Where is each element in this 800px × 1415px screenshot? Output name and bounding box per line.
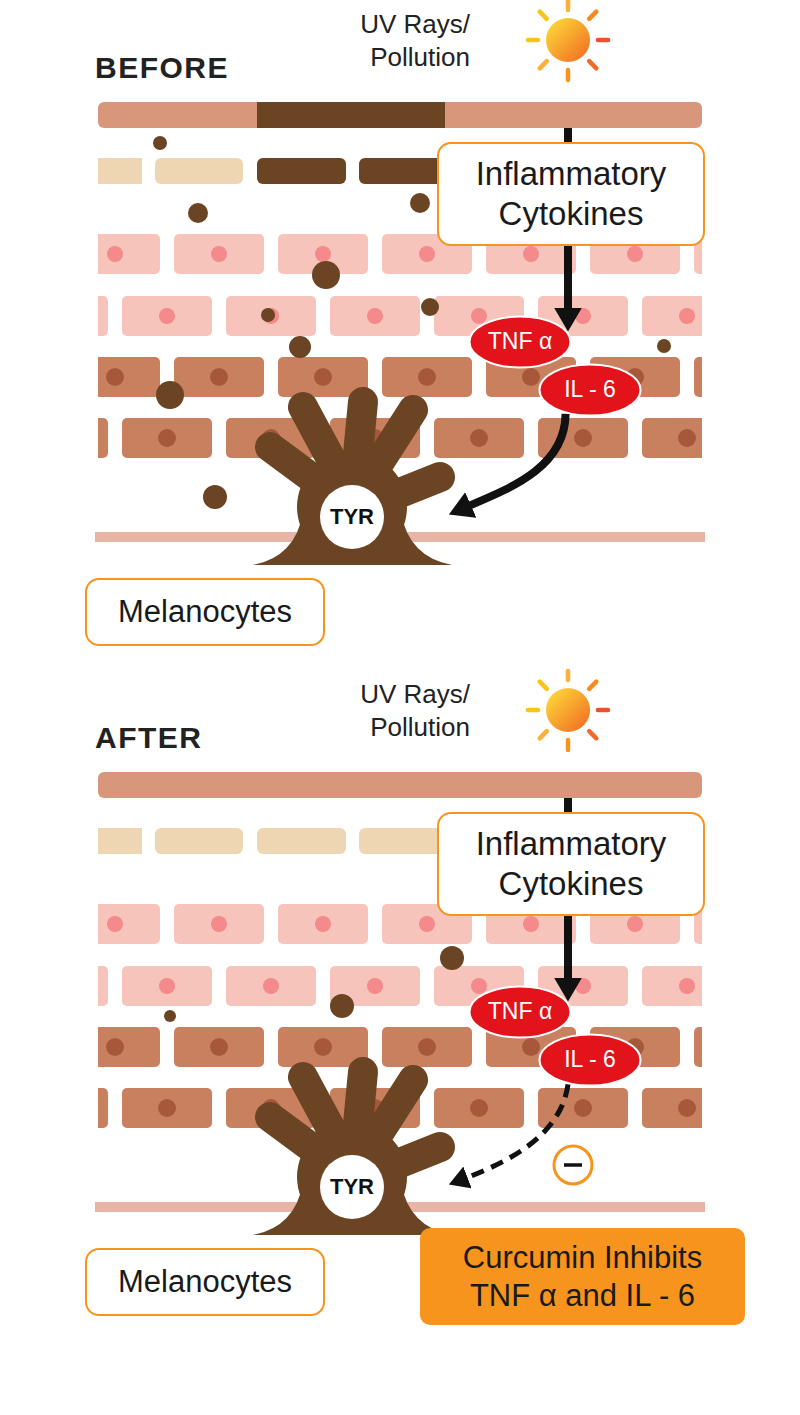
- panel-title: AFTER: [95, 720, 335, 756]
- melanin-dot: [421, 298, 439, 316]
- dark-bar: [359, 158, 445, 184]
- node-text: IL - 6: [564, 376, 616, 404]
- dark-patch: [257, 102, 445, 128]
- cytokine-ellipse: TNF α: [468, 985, 572, 1039]
- skin-layers: [95, 772, 705, 1212]
- cytokine-ellipse: IL - 6: [538, 1033, 642, 1087]
- inhibit-symbol: [554, 1146, 592, 1184]
- flow-arrow: [564, 246, 572, 318]
- skin-layers: [95, 102, 705, 542]
- node-text: Melanocytes: [118, 593, 292, 630]
- node-text: IL - 6: [564, 1046, 616, 1074]
- enzyme-label: TYR: [330, 504, 374, 530]
- label-box: Melanocytes: [85, 1248, 325, 1316]
- melanin-dot: [289, 336, 311, 358]
- melanin-dot: [153, 136, 167, 150]
- ellipse-outline: [540, 1035, 641, 1086]
- melanin-dot: [657, 339, 671, 353]
- flow-arrow: [462, 414, 566, 509]
- source-label: UV Rays/ Pollution: [320, 678, 470, 744]
- enzyme-circle: [320, 1155, 384, 1219]
- melanin-dot: [203, 485, 227, 509]
- dark-bar: [257, 158, 346, 184]
- inhibit-circle: [554, 1146, 592, 1184]
- label-box: Melanocytes: [85, 578, 325, 646]
- melanin-dot: [312, 261, 340, 289]
- enzyme-label-holder: TYR: [320, 1155, 384, 1219]
- callout-box: Curcumin Inhibits TNF α and IL - 6: [420, 1228, 745, 1325]
- process-box: Inflammatory Cytokines: [437, 142, 705, 246]
- ellipse-outline: [540, 365, 641, 416]
- node-text: Curcumin Inhibits TNF α and IL - 6: [430, 1239, 735, 1313]
- cytokine-ellipse: IL - 6: [538, 363, 642, 417]
- flow-arrow: [564, 916, 572, 988]
- enzyme-label-holder: TYR: [320, 485, 384, 549]
- cytokine-ellipse: TNF α: [468, 315, 572, 369]
- melanocyte-cell: TYR: [245, 385, 460, 565]
- node-text: Inflammatory Cytokines: [449, 824, 693, 903]
- node-text: Inflammatory Cytokines: [449, 154, 693, 233]
- inhibition-arrow: [460, 1084, 568, 1180]
- melanin-dot: [156, 381, 184, 409]
- enzyme-circle: [320, 485, 384, 549]
- melanin-dot: [164, 1010, 176, 1022]
- panel-title: BEFORE: [95, 50, 335, 86]
- pigment-after: [164, 946, 464, 1022]
- ellipse-outline: [470, 987, 571, 1038]
- melanin-dot: [410, 193, 430, 213]
- melanocyte-cell: TYR: [245, 1055, 460, 1235]
- melanocyte-shape: [245, 385, 460, 565]
- node-text: Melanocytes: [118, 1263, 292, 1300]
- minus-sign: [564, 1163, 582, 1167]
- node-text: TNF α: [488, 328, 552, 356]
- melanin-dot: [330, 994, 354, 1018]
- process-box: Inflammatory Cytokines: [437, 812, 705, 916]
- source-label: UV Rays/ Pollution: [320, 8, 470, 74]
- melanocyte-shape: [245, 1055, 460, 1235]
- melanin-dot: [261, 308, 275, 322]
- melanin-dot: [188, 203, 208, 223]
- node-text: TNF α: [488, 998, 552, 1026]
- melanin-dot: [440, 946, 464, 970]
- ellipse-outline: [470, 317, 571, 368]
- enzyme-label: TYR: [330, 1174, 374, 1200]
